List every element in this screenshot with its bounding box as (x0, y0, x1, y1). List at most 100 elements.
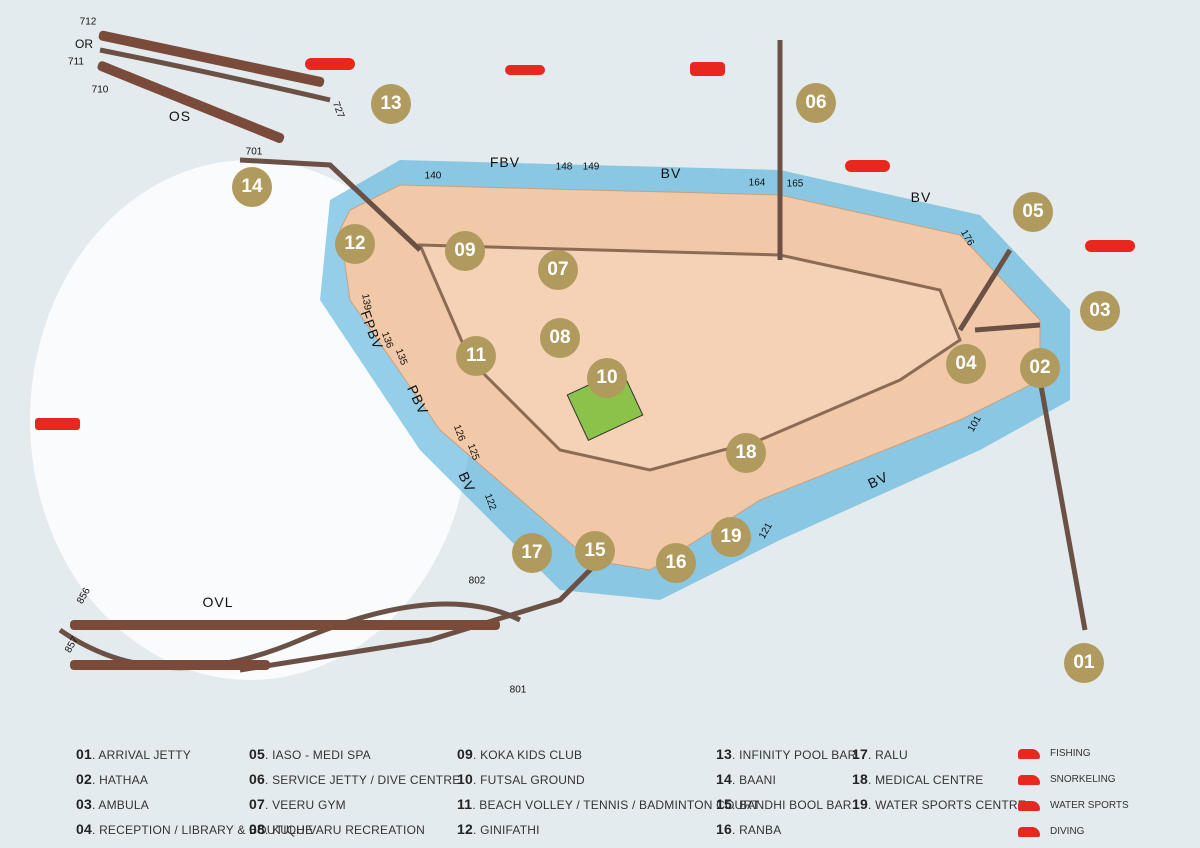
legend-num: 08 (249, 821, 265, 837)
legend-item: 17. RALU (852, 746, 908, 762)
marker-19[interactable]: 19 (711, 517, 751, 557)
legend-label: RALU (875, 748, 908, 762)
marker-04[interactable]: 04 (946, 344, 986, 384)
legend-label: IASO - MEDI SPA (272, 748, 371, 762)
marker-03[interactable]: 03 (1080, 291, 1120, 331)
marker-18[interactable]: 18 (726, 433, 766, 473)
legend-label: BAANI (739, 773, 777, 787)
legend-label: KOKA KIDS CLUB (480, 748, 583, 762)
legend-item: 10. FUTSAL GROUND (457, 771, 585, 787)
marker-17[interactable]: 17 (512, 533, 552, 573)
legend-label: BEACH VOLLEY / TENNIS / BADMINTON COURT (479, 798, 760, 812)
legend-num: 15 (716, 796, 732, 812)
marker-12[interactable]: 12 (335, 224, 375, 264)
legend-num: 01 (76, 746, 92, 762)
legend-label: WATER SPORTS CENTRE (875, 798, 1026, 812)
legend-item: 09. KOKA KIDS CLUB (457, 746, 583, 762)
legend-item: 08. KULHIVARU RECREATION (249, 821, 425, 837)
legend-label: MEDICAL CENTRE (875, 773, 984, 787)
legend-num: 17 (852, 746, 868, 762)
villa-label: OR (75, 37, 93, 51)
legend-label: SERVICE JETTY / DIVE CENTRE (272, 773, 461, 787)
marker-13[interactable]: 13 (371, 84, 411, 124)
marker-09[interactable]: 09 (445, 231, 485, 271)
marker-06[interactable]: 06 (796, 83, 836, 123)
villa-label: 712 (79, 16, 97, 28)
marker-02[interactable]: 02 (1020, 348, 1060, 388)
legend-item: 07. VEERU GYM (249, 796, 346, 812)
legend-num: 16 (716, 821, 732, 837)
legend-label: VEERU GYM (272, 798, 346, 812)
zone-label: OVL (202, 594, 234, 610)
legend-num: 09 (457, 746, 473, 762)
legend-num: 02 (76, 771, 92, 787)
legend-label: KULHIVARU RECREATION (272, 823, 425, 837)
zone-label: BV (660, 165, 682, 181)
activity-label: SNORKELING (1050, 774, 1116, 785)
legend-num: 10 (457, 771, 473, 787)
activity-icons (35, 58, 1135, 430)
villa-label: 801 (509, 684, 527, 696)
activity-diving: DIVING (1018, 826, 1084, 837)
legend-label: BANDHI BOOL BAR (739, 798, 852, 812)
villa-label: 710 (91, 84, 109, 96)
activity-label: FISHING (1050, 748, 1091, 759)
activity-label: DIVING (1050, 826, 1085, 837)
legend-item: 03. AMBULA (76, 796, 149, 812)
legend-label: FUTSAL GROUND (480, 773, 585, 787)
zone-label: BV (910, 189, 932, 205)
legend-num: 03 (76, 796, 92, 812)
marker-10[interactable]: 10 (587, 358, 627, 398)
activity-water-sports: WATER SPORTS (1018, 800, 1129, 811)
activity-fishing: FISHING (1018, 748, 1091, 759)
legend-num: 11 (457, 796, 473, 812)
legend-num: 06 (249, 771, 265, 787)
fishing-icon (1018, 748, 1040, 759)
marker-11[interactable]: 11 (456, 336, 496, 376)
zone-label: FBV (489, 154, 521, 170)
legend-item: 19. WATER SPORTS CENTRE (852, 796, 1026, 812)
legend-num: 04 (76, 821, 92, 837)
villa-label: 164 (748, 177, 766, 189)
legend-item: 02. HATHAA (76, 771, 149, 787)
legend-label: RANBA (739, 823, 782, 837)
legend-item: 13. INFINITY POOL BAR (716, 746, 857, 762)
legend-num: 07 (249, 796, 265, 812)
marker-07[interactable]: 07 (538, 250, 578, 290)
villa-label: 140 (424, 170, 442, 182)
zone-label: OS (168, 108, 192, 124)
marker-14[interactable]: 14 (232, 167, 272, 207)
legend-label: HATHAA (99, 773, 149, 787)
legend-num: 13 (716, 746, 732, 762)
legend-item: 18. MEDICAL CENTRE (852, 771, 984, 787)
water-sports-icon (1018, 800, 1040, 811)
villa-label: 802 (468, 575, 486, 587)
legend-item: 12. GINIFATHI (457, 821, 540, 837)
marker-01[interactable]: 01 (1064, 643, 1104, 683)
diving-icon (1018, 826, 1040, 837)
legend-label: GINIFATHI (480, 823, 540, 837)
legend-num: 05 (249, 746, 265, 762)
villa-label: 149 (582, 161, 600, 173)
villa-label: 165 (786, 178, 804, 190)
villa-label: 148 (555, 161, 573, 173)
marker-16[interactable]: 16 (656, 543, 696, 583)
legend-item: 14. BAANI (716, 771, 777, 787)
snorkeling-icon (1018, 774, 1040, 785)
legend-item: 06. SERVICE JETTY / DIVE CENTRE (249, 771, 461, 787)
marker-05[interactable]: 05 (1013, 192, 1053, 232)
villa-label: 701 (245, 146, 263, 158)
villa-label: 711 (68, 56, 84, 68)
activity-snorkeling: SNORKELING (1018, 774, 1116, 785)
marker-15[interactable]: 15 (575, 531, 615, 571)
legend-item: 01. ARRIVAL JETTY (76, 746, 192, 762)
legend-num: 19 (852, 796, 868, 812)
legend-item: 05. IASO - MEDI SPA (249, 746, 371, 762)
marker-08[interactable]: 08 (540, 318, 580, 358)
activity-label: WATER SPORTS (1050, 800, 1129, 811)
legend-item: 11. BEACH VOLLEY / TENNIS / BADMINTON CO… (457, 796, 760, 812)
legend-label: RECEPTION / LIBRARY & BOUTIQUE (99, 823, 314, 837)
legend-item: 04. RECEPTION / LIBRARY & BOUTIQUE (76, 821, 314, 837)
legend-label: AMBULA (98, 798, 149, 812)
